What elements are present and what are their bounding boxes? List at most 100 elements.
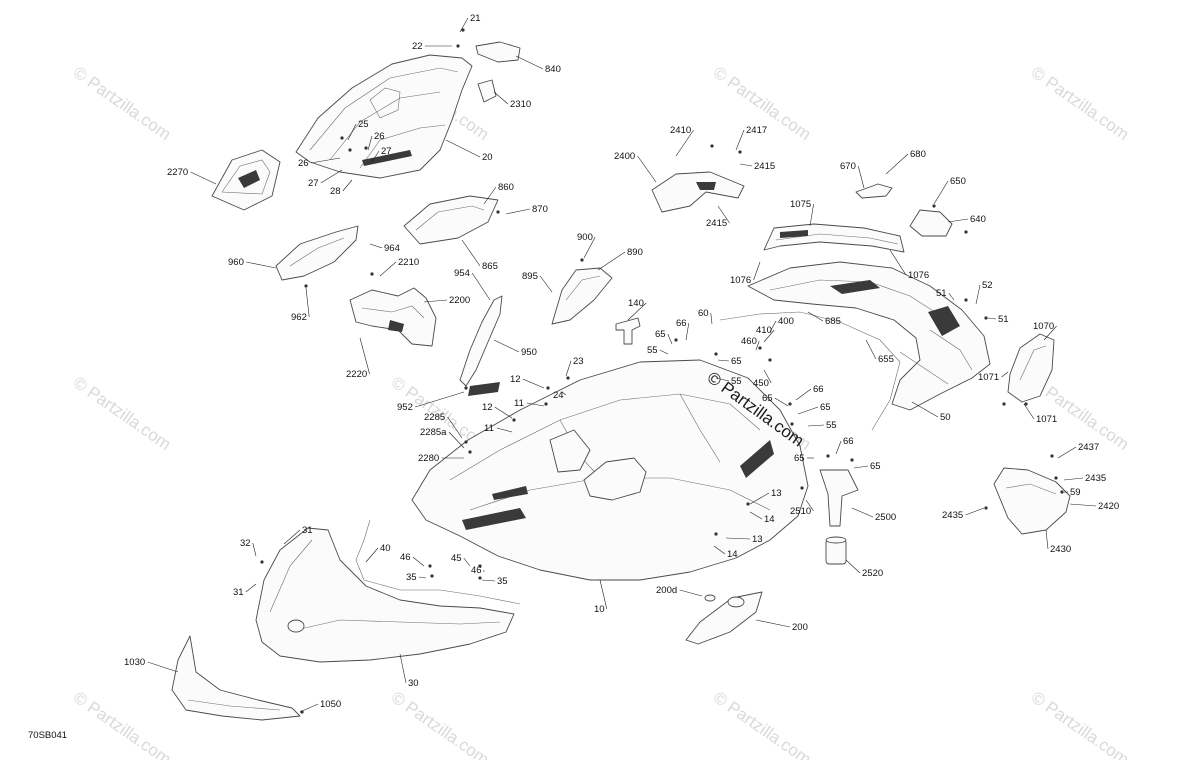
- callout-200d[interactable]: 200d: [656, 585, 677, 596]
- callout-65[interactable]: 65: [731, 356, 742, 367]
- part-140-cap[interactable]: [615, 317, 641, 345]
- callout-65[interactable]: 65: [762, 393, 773, 404]
- part-1070-corner[interactable]: [1007, 333, 1055, 403]
- callout-2520[interactable]: 2520: [862, 568, 883, 579]
- callout-2437[interactable]: 2437: [1078, 442, 1099, 453]
- part-2200-duct[interactable]: [349, 287, 437, 347]
- part-960-vent[interactable]: [275, 225, 359, 281]
- callout-410[interactable]: 410: [756, 325, 772, 336]
- callout-1076[interactable]: 1076: [730, 275, 751, 286]
- callout-900[interactable]: 900: [577, 232, 593, 243]
- callout-1076[interactable]: 1076: [908, 270, 929, 281]
- part-950-strip[interactable]: [459, 295, 503, 387]
- part-840-cap[interactable]: [475, 41, 521, 63]
- callout-46[interactable]: 46: [400, 552, 411, 563]
- callout-24[interactable]: 24: [553, 390, 564, 401]
- callout-1071[interactable]: 1071: [978, 372, 999, 383]
- callout-2430[interactable]: 2430: [1050, 544, 1071, 555]
- callout-2200[interactable]: 2200: [449, 295, 470, 306]
- part-2420-panel[interactable]: [993, 467, 1071, 535]
- callout-65[interactable]: 65: [794, 453, 805, 464]
- callout-685[interactable]: 685: [825, 316, 841, 327]
- part-50-front-body[interactable]: [747, 261, 991, 411]
- part-2500-bracket[interactable]: [819, 469, 859, 527]
- callout-22[interactable]: 22: [412, 41, 423, 52]
- callout-23[interactable]: 23: [573, 356, 584, 367]
- callout-140[interactable]: 140: [628, 298, 644, 309]
- callout-895[interactable]: 895: [522, 271, 538, 282]
- callout-65[interactable]: 65: [870, 461, 881, 472]
- callout-2280[interactable]: 2280: [418, 453, 439, 464]
- callout-2420[interactable]: 2420: [1098, 501, 1119, 512]
- callout-12[interactable]: 12: [510, 374, 521, 385]
- callout-890[interactable]: 890: [627, 247, 643, 258]
- callout-870[interactable]: 870: [532, 204, 548, 215]
- callout-962[interactable]: 962: [291, 312, 307, 323]
- callout-2310[interactable]: 2310: [510, 99, 531, 110]
- callout-14[interactable]: 14: [727, 549, 738, 560]
- part-200-cover[interactable]: [685, 591, 763, 645]
- part-20-hood[interactable]: [295, 54, 473, 179]
- part-1075-bumper[interactable]: [763, 223, 905, 253]
- callout-14[interactable]: 14: [764, 514, 775, 525]
- callout-51[interactable]: 51: [936, 288, 947, 299]
- part-640-cover[interactable]: [909, 209, 953, 237]
- callout-2285a[interactable]: 2285a: [420, 427, 447, 438]
- part-30-nose[interactable]: [255, 527, 515, 663]
- callout-12[interactable]: 12: [482, 402, 493, 413]
- part-200d-plug[interactable]: [704, 594, 716, 602]
- callout-25[interactable]: 25: [358, 119, 369, 130]
- callout-31[interactable]: 31: [233, 587, 244, 598]
- callout-2510[interactable]: 2510: [790, 506, 811, 517]
- callout-55[interactable]: 55: [826, 420, 837, 431]
- callout-65[interactable]: 65: [655, 329, 666, 340]
- callout-1030[interactable]: 1030: [124, 657, 145, 668]
- callout-450[interactable]: 450: [753, 378, 769, 389]
- callout-59[interactable]: 59: [1070, 487, 1081, 498]
- callout-952[interactable]: 952: [397, 402, 413, 413]
- callout-26[interactable]: 26: [374, 131, 385, 142]
- callout-2285[interactable]: 2285: [424, 412, 445, 423]
- callout-964[interactable]: 964: [384, 243, 400, 254]
- callout-2210[interactable]: 2210: [398, 257, 419, 268]
- callout-66[interactable]: 66: [676, 318, 687, 329]
- callout-640[interactable]: 640: [970, 214, 986, 225]
- callout-200[interactable]: 200: [792, 622, 808, 633]
- callout-31[interactable]: 31: [302, 525, 313, 536]
- callout-27[interactable]: 27: [308, 178, 319, 189]
- part-1030-lip[interactable]: [171, 635, 301, 721]
- part-2270-light[interactable]: [211, 149, 281, 211]
- part-655-cable[interactable]: [719, 311, 901, 431]
- callout-650[interactable]: 650: [950, 176, 966, 187]
- callout-40[interactable]: 40: [380, 543, 391, 554]
- callout-50[interactable]: 50: [940, 412, 951, 423]
- callout-46[interactable]: 46: [471, 565, 482, 576]
- part-2310-bracket[interactable]: [477, 79, 497, 103]
- callout-27[interactable]: 27: [381, 146, 392, 157]
- callout-670[interactable]: 670: [840, 161, 856, 172]
- callout-11[interactable]: 11: [514, 398, 524, 409]
- part-2520-cylinder[interactable]: [825, 536, 847, 565]
- callout-21[interactable]: 21: [470, 13, 481, 24]
- callout-2435[interactable]: 2435: [942, 510, 963, 521]
- callout-860[interactable]: 860: [498, 182, 514, 193]
- part-670-clip[interactable]: [855, 183, 893, 199]
- callout-2415[interactable]: 2415: [754, 161, 775, 172]
- callout-954[interactable]: 954: [454, 268, 470, 279]
- callout-2400[interactable]: 2400: [614, 151, 635, 162]
- callout-26[interactable]: 26: [298, 158, 309, 169]
- callout-2415[interactable]: 2415: [706, 218, 727, 229]
- callout-13[interactable]: 13: [771, 488, 782, 499]
- callout-2220[interactable]: 2220: [346, 369, 367, 380]
- callout-30[interactable]: 30: [408, 678, 419, 689]
- callout-1070[interactable]: 1070: [1033, 321, 1054, 332]
- callout-2410[interactable]: 2410: [670, 125, 691, 136]
- callout-13[interactable]: 13: [752, 534, 763, 545]
- callout-10[interactable]: 10: [594, 604, 605, 615]
- callout-2270[interactable]: 2270: [167, 167, 188, 178]
- callout-66[interactable]: 66: [813, 384, 824, 395]
- callout-20[interactable]: 20: [482, 152, 493, 163]
- callout-1071[interactable]: 1071: [1036, 414, 1057, 425]
- callout-51[interactable]: 51: [998, 314, 1009, 325]
- callout-680[interactable]: 680: [910, 149, 926, 160]
